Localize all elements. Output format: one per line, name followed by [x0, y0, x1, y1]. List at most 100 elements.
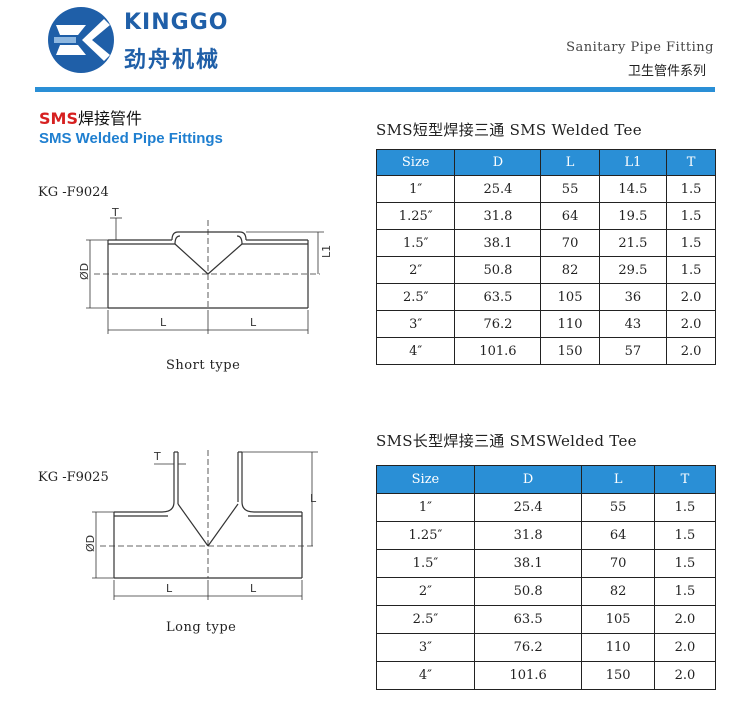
- long-tee-drawing: L L ØD L T: [84, 450, 318, 600]
- table-cell: 1.25″: [376, 521, 475, 550]
- table-cell: 150: [540, 337, 600, 365]
- short-type-caption: Short type: [166, 358, 241, 373]
- table-cell: 36: [598, 283, 668, 311]
- table-cell: 3″: [375, 310, 456, 338]
- table-cell: 1.5: [666, 202, 716, 230]
- table-header-cell: D: [473, 465, 583, 494]
- long-dim-t: T: [153, 450, 161, 463]
- table-header-cell: L: [540, 149, 600, 176]
- section-title-en: SMS Welded Pipe Fittings: [39, 130, 223, 147]
- long-dim-l-right: L: [250, 582, 257, 595]
- table-cell: 4″: [376, 661, 475, 690]
- table-cell: 50.8: [454, 256, 542, 284]
- short-tee-drawing: L L ØD L1 T: [78, 206, 333, 334]
- table-header-cell: T: [653, 465, 717, 494]
- table-cell: 110: [540, 310, 600, 338]
- table-cell: 1″: [376, 493, 475, 522]
- table-cell: 3″: [376, 633, 475, 662]
- table-cell: 105: [581, 605, 655, 634]
- table-cell: 2.0: [653, 605, 717, 634]
- short-dim-l1: L1: [320, 245, 333, 258]
- table-cell: 50.8: [473, 577, 583, 606]
- section-title-cn: SMS焊接管件: [39, 105, 142, 129]
- table-cell: 2.0: [666, 310, 716, 338]
- table-header-cell: L1: [598, 149, 668, 176]
- table-cell: 29.5: [598, 256, 668, 284]
- short-dim-t: T: [111, 206, 119, 219]
- table-cell: 63.5: [473, 605, 583, 634]
- table-cell: 1.5″: [375, 229, 456, 257]
- table-cell: 1.5: [653, 493, 717, 522]
- table-cell: 2.0: [666, 337, 716, 365]
- table-cell: 1.5: [653, 577, 717, 606]
- short-dim-od: ØD: [78, 263, 91, 280]
- table-cell: 19.5: [598, 202, 668, 230]
- table-cell: 2.0: [653, 661, 717, 690]
- table-cell: 1.5: [653, 521, 717, 550]
- short-dim-l-right: L: [250, 316, 257, 329]
- long-dim-l-left: L: [166, 582, 173, 595]
- table-cell: 70: [540, 229, 600, 257]
- table-cell: 76.2: [454, 310, 542, 338]
- table-cell: 64: [581, 521, 655, 550]
- table-cell: 14.5: [598, 175, 668, 203]
- category-title-en: Sanitary Pipe Fitting: [566, 40, 714, 55]
- table-cell: 2.0: [666, 283, 716, 311]
- table-cell: 1.5: [666, 175, 716, 203]
- table-cell: 82: [540, 256, 600, 284]
- table-cell: 76.2: [473, 633, 583, 662]
- table-cell: 55: [540, 175, 600, 203]
- long-type-caption: Long type: [166, 620, 237, 635]
- section-title-cn-text: 焊接管件: [77, 109, 142, 128]
- table-cell: 110: [581, 633, 655, 662]
- kinggo-logo-icon: [48, 7, 114, 73]
- table-cell: 64: [540, 202, 600, 230]
- category-title-cn: 卫生管件系列: [627, 64, 706, 79]
- long-tee-table-title: SMS长型焊接三通 SMSWelded Tee: [376, 432, 637, 450]
- table-cell: 105: [540, 283, 600, 311]
- long-dim-l-vertical: L: [310, 492, 317, 505]
- long-type-model: KG -F9025: [38, 470, 109, 485]
- table-cell: 38.1: [454, 229, 542, 257]
- table-cell: 1″: [375, 175, 456, 203]
- table-header-cell: Size: [375, 149, 456, 176]
- table-header-cell: T: [666, 149, 716, 176]
- brand-name-cn: 劲舟机械: [124, 48, 221, 73]
- table-cell: 70: [581, 549, 655, 578]
- table-cell: 63.5: [454, 283, 542, 311]
- table-cell: 43: [598, 310, 668, 338]
- table-header-cell: L: [581, 465, 655, 494]
- table-header-cell: Size: [376, 465, 475, 494]
- table-cell: 101.6: [473, 661, 583, 690]
- table-cell: 4″: [375, 337, 456, 365]
- table-cell: 2.0: [653, 633, 717, 662]
- table-cell: 82: [581, 577, 655, 606]
- table-cell: 1.25″: [375, 202, 456, 230]
- table-cell: 57: [598, 337, 668, 365]
- table-cell: 1.5: [666, 256, 716, 284]
- table-cell: 1.5: [666, 229, 716, 257]
- table-cell: 1.5″: [376, 549, 475, 578]
- short-dim-l-left: L: [160, 316, 167, 329]
- table-cell: 55: [581, 493, 655, 522]
- table-cell: 150: [581, 661, 655, 690]
- table-cell: 25.4: [473, 493, 583, 522]
